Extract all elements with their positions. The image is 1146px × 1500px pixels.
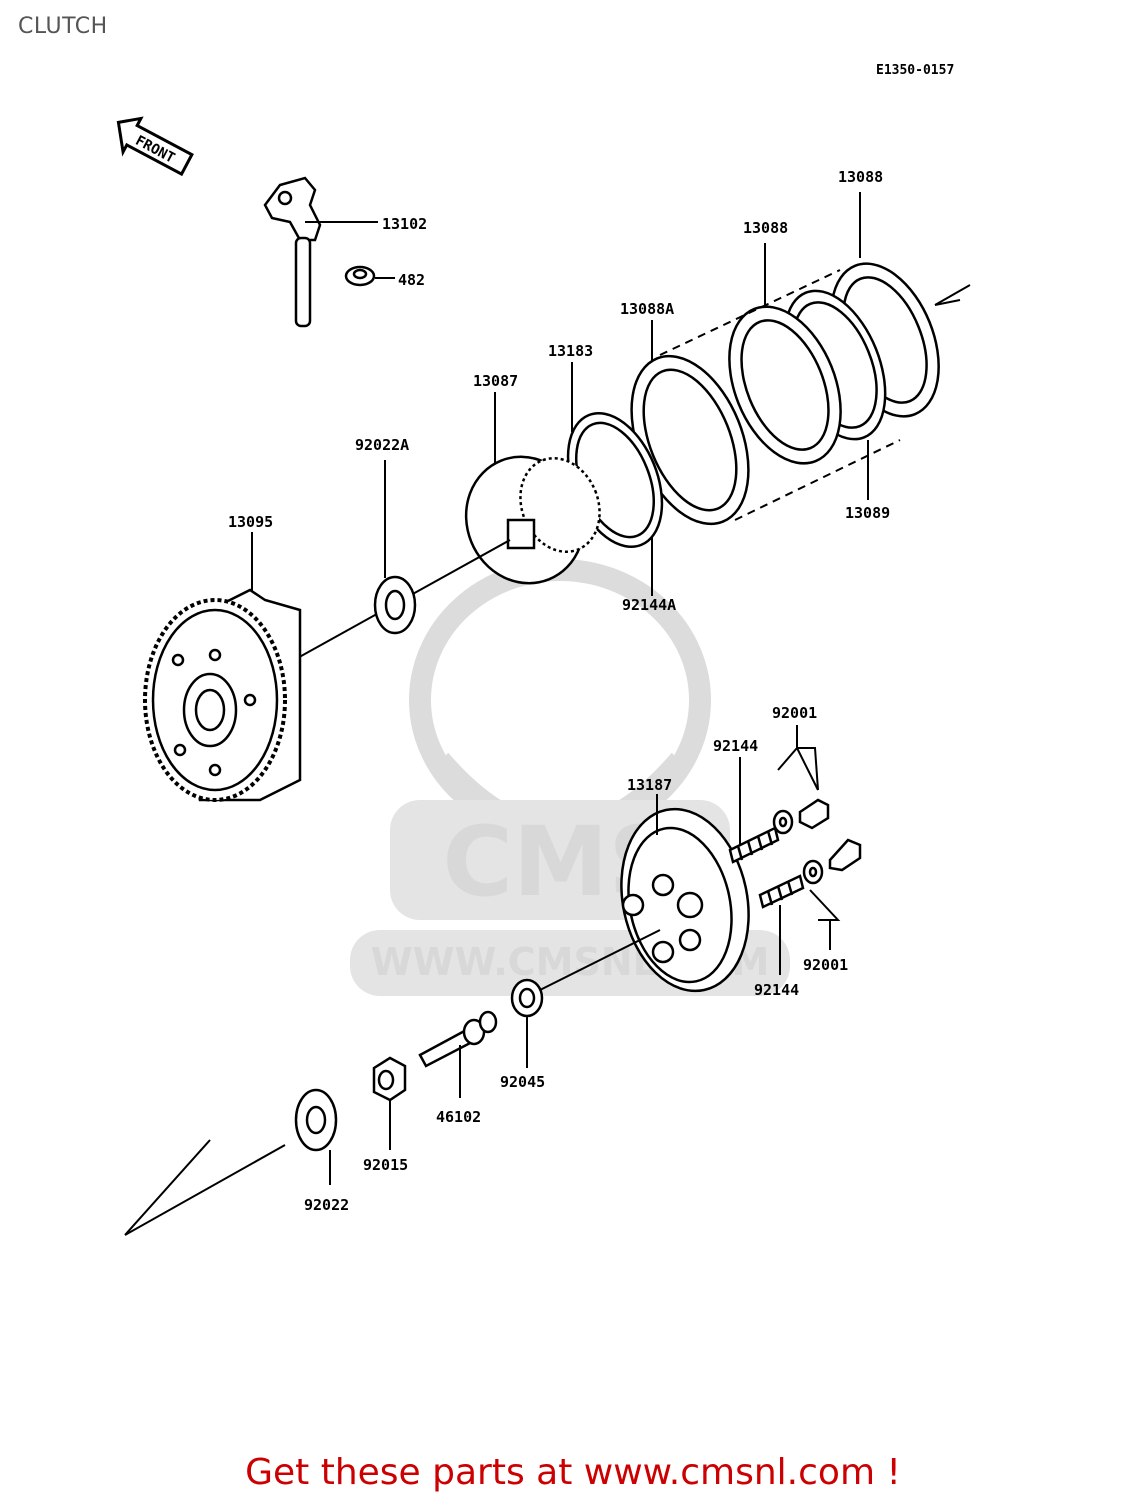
label-13102: 13102 <box>382 215 427 233</box>
label-92045: 92045 <box>500 1073 545 1091</box>
label-92022A: 92022A <box>355 436 409 454</box>
bolt-92001-top <box>772 798 830 835</box>
label-13088A: 13088A <box>620 300 674 318</box>
reference-code: E1350-0157 <box>876 63 954 78</box>
label-92001-top: 92001 <box>772 704 817 722</box>
bearing-92045 <box>510 978 544 1018</box>
clutch-housing-13095 <box>143 588 302 802</box>
label-92144A: 92144A <box>622 596 676 614</box>
footer-link-text[interactable]: Get these parts at www.cmsnl.com ! <box>245 1452 901 1493</box>
label-92144-bot: 92144 <box>754 981 799 999</box>
label-13187: 13187 <box>627 776 672 794</box>
washer-92022A <box>373 575 417 635</box>
label-13088-top: 13088 <box>838 168 883 186</box>
spring-92144-top <box>728 826 780 864</box>
friction-plate-13088-mid <box>728 305 842 465</box>
nut-92015 <box>372 1056 407 1102</box>
washer-92022 <box>294 1088 338 1152</box>
left-pointer <box>124 1139 286 1236</box>
label-92144-top: 92144 <box>713 737 758 755</box>
oil-seal-482 <box>344 265 376 287</box>
parts-diagram: CMS WWW.CMSNL.COM E1350-0157 FRONT 13102… <box>116 63 971 1236</box>
label-92015: 92015 <box>363 1156 408 1174</box>
bolt-callout-lines <box>777 725 841 950</box>
pressure-plate-13187 <box>620 807 750 993</box>
push-rod-46102 <box>418 1010 498 1068</box>
label-482: 482 <box>398 271 425 289</box>
label-13089: 13089 <box>845 504 890 522</box>
clutch-lever-13102 <box>263 176 322 328</box>
label-92001-bot: 92001 <box>803 956 848 974</box>
label-92022: 92022 <box>304 1196 349 1214</box>
front-arrow-icon: FRONT <box>116 116 194 177</box>
clutch-hub-13087 <box>464 455 601 585</box>
axis-line-lower <box>539 929 661 991</box>
label-13183: 13183 <box>548 342 593 360</box>
page-title: CLUTCH <box>18 14 108 39</box>
label-46102: 46102 <box>436 1108 481 1126</box>
spring-92144-bot <box>758 874 805 909</box>
label-13095: 13095 <box>228 513 273 531</box>
bolt-92001-bot <box>802 838 862 885</box>
label-13087: 13087 <box>473 372 518 390</box>
label-13088-mid: 13088 <box>743 219 788 237</box>
right-pointer <box>934 284 971 306</box>
assembly-guide-lines <box>659 269 901 521</box>
